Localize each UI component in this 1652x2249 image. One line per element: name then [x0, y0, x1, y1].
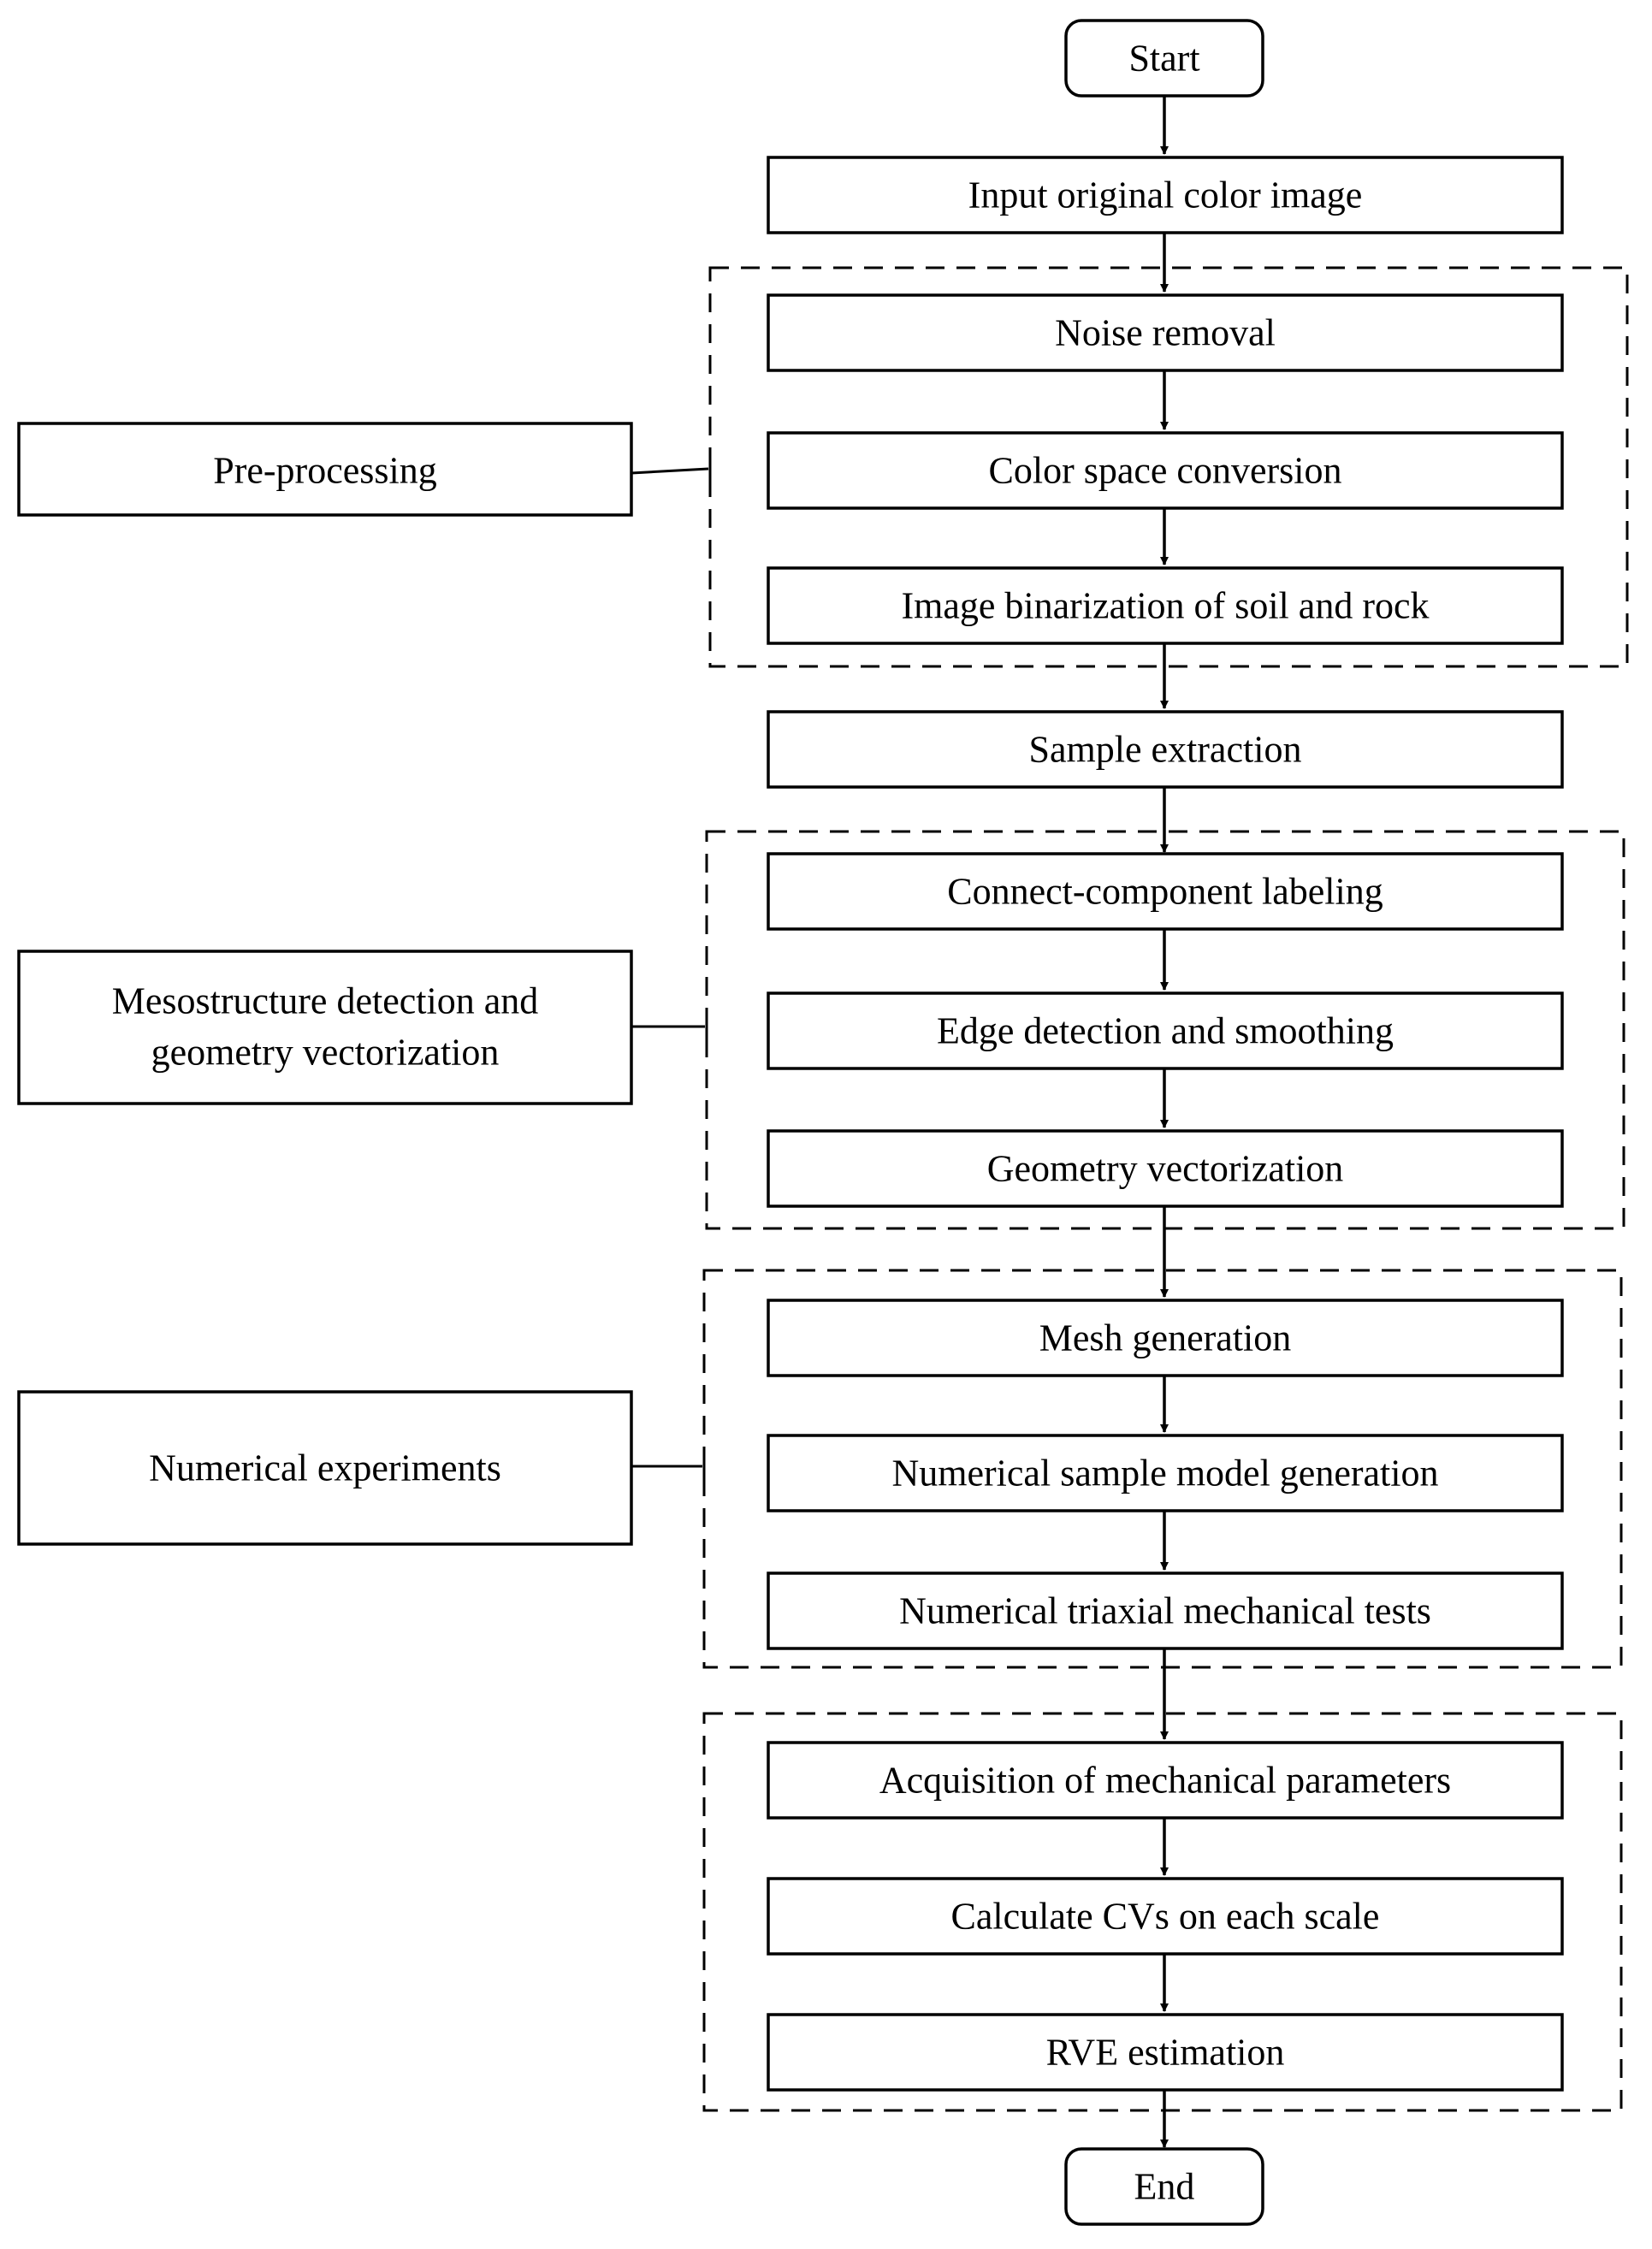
step-color-space: Color space conversion: [767, 431, 1564, 510]
step-labeling-label: Connect-component labeling: [947, 871, 1383, 913]
step-input: Input original color image: [767, 156, 1564, 234]
step-binarization: Image binarization of soil and rock: [767, 566, 1564, 645]
step-geometry: Geometry vectorization: [767, 1129, 1564, 1208]
step-mesh: Mesh generation: [767, 1299, 1564, 1377]
step-geometry-label: Geometry vectorization: [987, 1148, 1344, 1190]
group-preprocessing: [708, 266, 1629, 668]
stage-mesostructure-label-line1: Mesostructure detection and: [112, 980, 539, 1022]
step-edge: Edge detection and smoothing: [767, 991, 1564, 1070]
stage-numerical: Numerical experiments: [17, 1390, 633, 1546]
step-edge-label: Edge detection and smoothing: [937, 1010, 1394, 1052]
step-noise: Noise removal: [767, 293, 1564, 372]
step-triaxial-label: Numerical triaxial mechanical tests: [899, 1590, 1431, 1632]
group-rve: [702, 1712, 1623, 2112]
step-cvs: Calculate CVs on each scale: [767, 1877, 1564, 1956]
step-cvs-label: Calculate CVs on each scale: [951, 1896, 1380, 1938]
terminal-start-label: Start: [1128, 38, 1199, 80]
stage-mesostructure: Mesostructure detection and geometry vec…: [17, 950, 633, 1105]
step-mesh-label: Mesh generation: [1039, 1317, 1291, 1359]
terminal-end-label: End: [1134, 2166, 1195, 2208]
stage-connectors: [631, 457, 712, 1478]
step-numerical-model-label: Numerical sample model generation: [892, 1453, 1439, 1494]
step-rve: RVE estimation: [767, 2013, 1564, 2092]
step-numerical-model: Numerical sample model generation: [767, 1434, 1564, 1512]
step-input-label: Input original color image: [968, 175, 1363, 216]
stage-mesostructure-label-line2: geometry vectorization: [151, 1032, 500, 1074]
step-sample: Sample extraction: [767, 710, 1564, 789]
stage-preprocessing-label: Pre-processing: [213, 450, 437, 492]
step-binarization-label: Image binarization of soil and rock: [901, 585, 1429, 627]
step-acquisition-label: Acquisition of mechanical parameters: [879, 1760, 1451, 1802]
terminal-end: End: [1064, 2147, 1264, 2226]
step-sample-label: Sample extraction: [1029, 729, 1302, 771]
stage-numerical-label: Numerical experiments: [149, 1447, 501, 1489]
step-rve-label: RVE estimation: [1046, 2032, 1285, 2074]
step-acquisition: Acquisition of mechanical parameters: [767, 1741, 1564, 1820]
connector-preprocessing: [631, 467, 709, 475]
step-labeling: Connect-component labeling: [767, 852, 1564, 931]
step-color-space-label: Color space conversion: [989, 450, 1342, 492]
group-numerical: [702, 1269, 1623, 1669]
step-triaxial: Numerical triaxial mechanical tests: [767, 1571, 1564, 1650]
terminal-start: Start: [1064, 19, 1264, 98]
stage-preprocessing: Pre-processing: [17, 422, 633, 517]
step-noise-label: Noise removal: [1055, 312, 1276, 354]
